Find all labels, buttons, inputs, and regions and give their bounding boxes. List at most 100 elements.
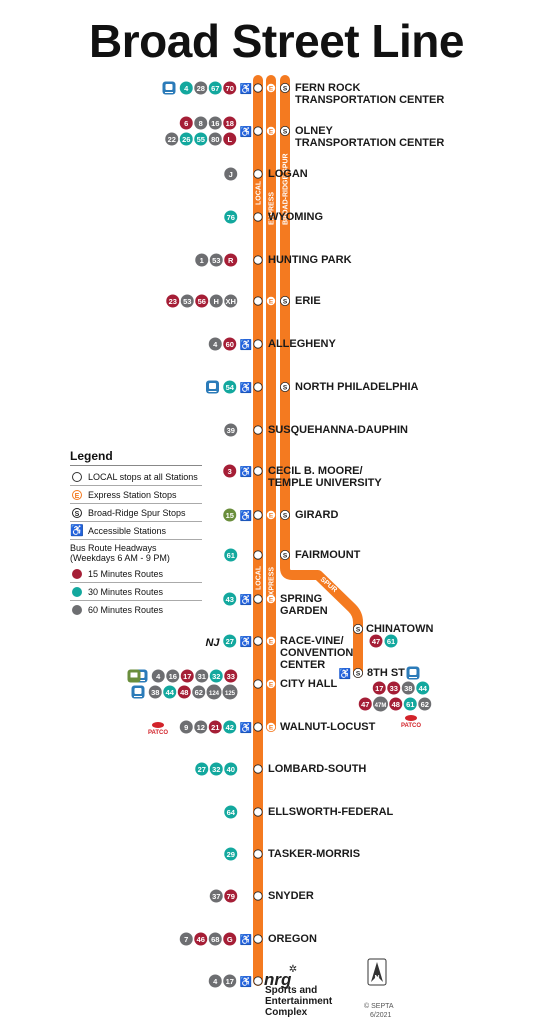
route-badge <box>179 932 193 946</box>
route-badge <box>369 634 383 648</box>
route-badge-label: 33 <box>227 672 235 681</box>
svg-text:E: E <box>75 493 80 500</box>
legend-label: Accessible Stations <box>88 525 167 536</box>
route-badge <box>224 847 238 861</box>
route-badge <box>224 167 238 181</box>
station-name-line: Entertainment <box>265 996 333 1007</box>
spur-stop <box>279 83 290 94</box>
headway-heading: Bus Route Headways (Weekdays 6 AM - 9 PM… <box>70 540 202 565</box>
route-badge <box>224 210 238 224</box>
station-name: WALNUT-LOCUST <box>280 721 375 733</box>
legend-item-spur: S Broad-Ridge Spur Stops <box>70 504 202 522</box>
teal-dot-icon <box>70 586 84 597</box>
route-badge <box>223 508 237 522</box>
route-badge-label: 47 <box>372 637 380 646</box>
route-badge <box>223 720 237 734</box>
station-name: CITY HALL <box>280 678 337 690</box>
patco-label: PATCO <box>148 730 168 736</box>
route-badge <box>224 548 238 562</box>
spur-stop-glyph: S <box>283 553 288 560</box>
route-badge-label: 33 <box>390 684 398 693</box>
route-badge <box>208 116 222 130</box>
copyright: © SEPTA <box>364 1003 394 1010</box>
legend: Legend LOCAL stops at all Stations E Exp… <box>70 449 202 618</box>
route-badge <box>224 669 238 683</box>
legend-label: 15 Minutes Routes <box>88 568 164 579</box>
route-badge <box>223 464 237 478</box>
route-badge <box>151 669 165 683</box>
route-badge <box>194 116 208 130</box>
legend-item-express: E Express Station Stops <box>70 486 202 504</box>
station-name-line: NORTH PHILADELPHIA <box>295 381 419 393</box>
station-name: LOGAN <box>268 168 308 180</box>
station-name-line: FAIRMOUNT <box>295 549 361 561</box>
route-badge-label: 70 <box>226 84 234 93</box>
north-arrow-shape <box>371 962 383 982</box>
express-stop-glyph: E <box>269 129 274 136</box>
route-badge <box>223 380 237 394</box>
route-badge-label: 12 <box>197 723 205 732</box>
express-label: EXPRESS <box>269 192 276 225</box>
route-badge <box>166 669 180 683</box>
route-badge <box>209 889 223 903</box>
route-badge-label: 22 <box>168 135 176 144</box>
spur-stop <box>279 550 290 561</box>
route-badge <box>224 253 238 267</box>
station-name-line: GARDEN <box>280 605 328 617</box>
legend-label: 30 Minutes Routes <box>88 586 164 597</box>
market-frankford-icon-window <box>134 688 142 694</box>
svg-text:S: S <box>75 511 80 518</box>
route-badge-label: 26 <box>182 135 190 144</box>
local-label: LOCAL <box>256 180 263 205</box>
route-badge <box>222 684 238 700</box>
express-stop-glyph: E <box>269 725 274 732</box>
legend-item-30min: 30 Minutes Routes <box>70 583 202 601</box>
route-badge-label: H <box>214 297 219 306</box>
route-badge-label: 4 <box>184 84 189 93</box>
station-name: LOMBARD-SOUTH <box>268 763 366 775</box>
route-badge <box>223 337 237 351</box>
route-badge <box>418 697 432 711</box>
station-name: SUSQUEHANNA-DAUPHIN <box>268 424 408 436</box>
headway-subtitle: (Weekdays 6 AM - 9 PM) <box>70 553 170 563</box>
route-badge-label: 4 <box>156 672 161 681</box>
station-name: ERIE <box>295 295 321 307</box>
accessible-icon: ♿ <box>240 635 252 648</box>
station-name-line: CECIL B. MOORE/ <box>268 465 363 477</box>
route-badge <box>209 669 223 683</box>
spur-stop-glyph: S <box>283 86 288 93</box>
express-stop-glyph: E <box>269 639 274 646</box>
route-badge <box>224 294 238 308</box>
trolley-icon-window <box>130 672 138 678</box>
local-stop <box>253 382 263 392</box>
route-badge-label: 56 <box>198 297 206 306</box>
station-name: GIRARD <box>295 509 338 521</box>
legend-label: LOCAL stops at all Stations <box>88 471 198 482</box>
station-name: WYOMING <box>268 211 323 223</box>
accessible-icon: ♿ <box>240 593 252 606</box>
local-stop <box>253 550 263 560</box>
express-label: EXPRESS <box>269 567 276 600</box>
nrg-star-icon: ✲ <box>289 964 297 975</box>
route-badge <box>223 116 237 130</box>
route-badge-label: 28 <box>197 84 205 93</box>
route-badge-label: 9 <box>184 723 188 732</box>
route-badge-label: 17 <box>375 684 383 693</box>
spur-stop-glyph: S <box>356 671 361 678</box>
local-stop <box>253 594 263 604</box>
station-name-line: CONVENTION <box>280 647 354 659</box>
route-badge-label: 17 <box>183 672 191 681</box>
station-name-line: TEMPLE UNIVERSITY <box>268 477 382 489</box>
route-badge-label: 3 <box>228 467 232 476</box>
route-badge <box>195 762 209 776</box>
spur-stop-glyph: S <box>283 513 288 520</box>
route-badge-label: 61 <box>227 551 235 560</box>
local-stop <box>253 849 263 859</box>
express-stop <box>265 83 276 94</box>
route-badge <box>209 294 223 308</box>
